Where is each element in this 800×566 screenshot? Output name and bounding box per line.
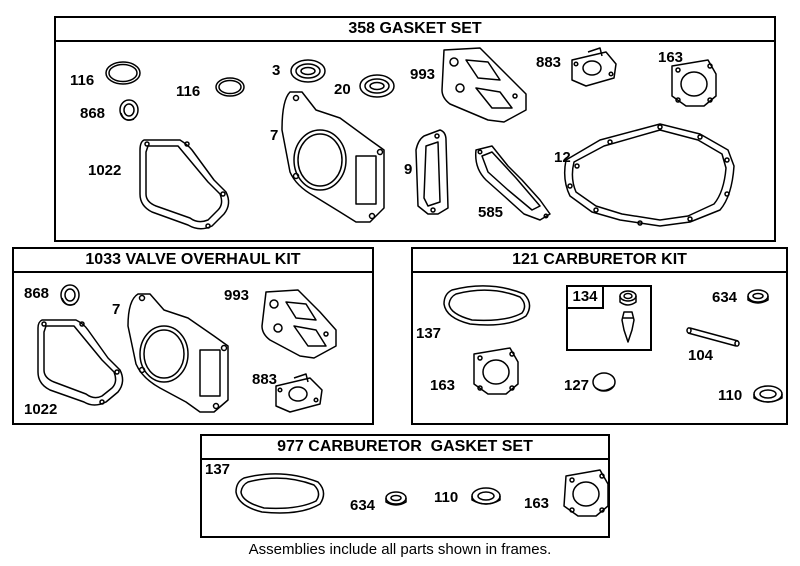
- callout-116-small: 116: [176, 83, 201, 100]
- callout-868: 868: [80, 105, 106, 122]
- callout-7: 7: [270, 127, 279, 144]
- callout-1022-valve: 1022: [24, 401, 58, 418]
- callout-883: 883: [536, 54, 562, 71]
- callout-585: 585: [478, 204, 504, 221]
- callout-137-gasket-set: 137: [205, 461, 231, 478]
- callout-110-gasket-set: 110: [434, 489, 459, 506]
- callout-163-gasket-set: 163: [524, 495, 550, 512]
- callout-883-valve: 883: [252, 371, 278, 388]
- callout-1022: 1022: [88, 162, 122, 179]
- callout-7-valve: 7: [112, 301, 121, 318]
- callout-20: 20: [334, 81, 351, 98]
- callout-127: 127: [564, 377, 590, 394]
- callout-163-carb: 163: [430, 377, 456, 394]
- frame-title: 358 GASKET SET: [56, 18, 774, 42]
- callout-634-carb: 634: [712, 289, 738, 306]
- frame-title: 1033 VALVE OVERHAUL KIT: [14, 249, 372, 273]
- callout-868-valve: 868: [24, 285, 50, 302]
- callout-163: 163: [658, 49, 684, 66]
- frame-valve-overhaul-kit: 1033 VALVE OVERHAUL KIT: [12, 247, 374, 425]
- callout-3: 3: [272, 62, 281, 79]
- frame-carburetor-gasket-set: 977 CARBURETOR GASKET SET: [200, 434, 610, 538]
- callout-137: 137: [416, 325, 442, 342]
- subframe-label: 134: [568, 287, 604, 309]
- callout-9: 9: [404, 161, 413, 178]
- frame-title: 977 CARBURETOR GASKET SET: [202, 436, 608, 460]
- subframe-134: 134: [566, 285, 652, 351]
- callout-12: 12: [554, 149, 571, 166]
- callout-110-carb: 110: [718, 387, 743, 404]
- callout-116-large: 116: [70, 72, 95, 89]
- callout-993: 993: [410, 66, 436, 83]
- callout-634-gasket-set: 634: [350, 497, 376, 514]
- footnote: Assemblies include all parts shown in fr…: [248, 541, 552, 558]
- callout-104: 104: [688, 347, 714, 364]
- callout-993-valve: 993: [224, 287, 250, 304]
- frame-title: 121 CARBURETOR KIT: [413, 249, 786, 273]
